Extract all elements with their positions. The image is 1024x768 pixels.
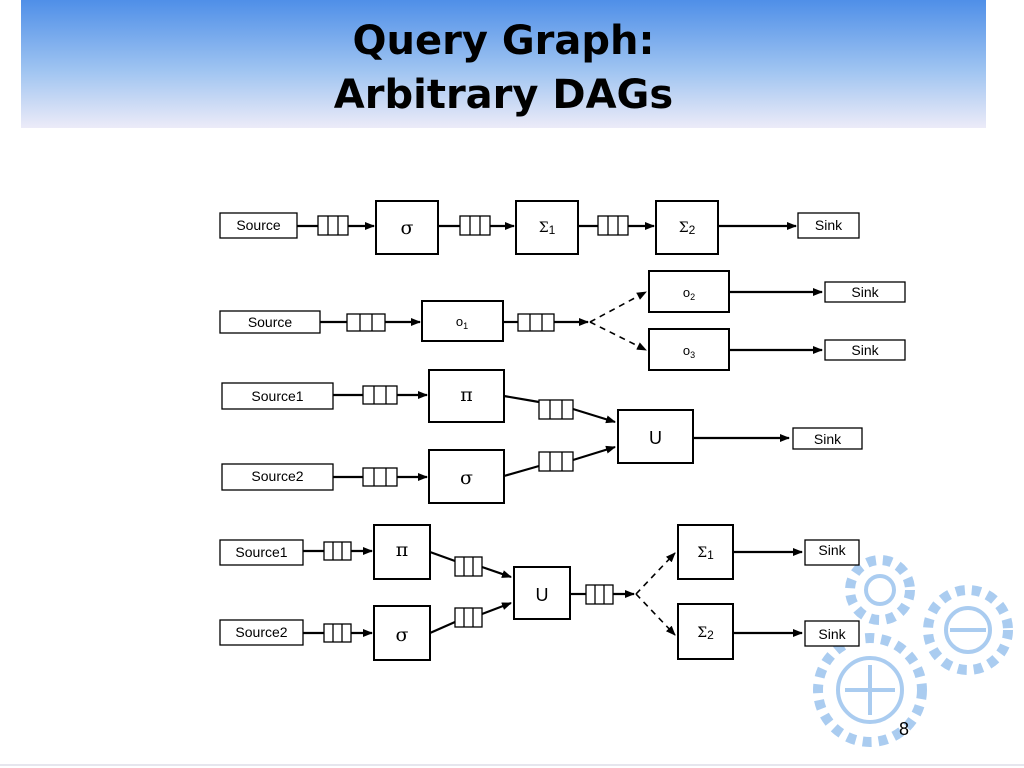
subscript: 1 <box>549 223 556 237</box>
edge <box>572 445 616 462</box>
aggregate-1-label: Σ1 <box>539 220 556 237</box>
row-1-linear-chain: Source σ Σ1 Σ2 Sink <box>219 200 860 255</box>
queue-icon <box>538 399 574 420</box>
sum-symbol: Σ <box>697 625 707 641</box>
queue-icon <box>459 215 491 236</box>
queue-icon <box>597 215 629 236</box>
edge <box>572 407 616 424</box>
source1-node: Source1 <box>221 382 334 410</box>
pi-label: π <box>396 539 409 561</box>
select-operator-node: σ <box>375 200 439 255</box>
edge <box>481 565 512 579</box>
source2-label: Source2 <box>235 624 287 640</box>
dashed-edge <box>589 321 647 351</box>
select-operator-node: σ <box>428 449 505 504</box>
edge <box>503 464 540 478</box>
source1-node: Source1 <box>219 539 304 566</box>
edge <box>481 601 512 616</box>
operator-o1-node: o1 <box>421 300 504 342</box>
source-label: Source <box>236 217 281 233</box>
queue-icon <box>517 313 555 332</box>
gear-watermark-icon <box>813 555 1013 747</box>
footer-divider <box>0 764 1024 766</box>
queue-icon <box>346 313 386 332</box>
source-label: Source <box>248 314 293 330</box>
queue-icon <box>317 215 349 236</box>
project-operator-node: π <box>373 524 431 580</box>
operator-o2-label: o2 <box>683 285 695 302</box>
sink-label: Sink <box>851 284 879 300</box>
queue-icon <box>538 451 574 472</box>
dashed-edge <box>635 593 676 636</box>
sum-symbol: Σ <box>539 220 549 236</box>
subscript: 2 <box>707 628 714 642</box>
source2-node: Source2 <box>221 463 334 491</box>
sink-node: Sink <box>792 427 863 450</box>
sink-label: Sink <box>815 217 843 233</box>
queue-icon <box>454 607 483 628</box>
slide-number: 8 <box>899 719 910 739</box>
union-operator-node: U <box>513 566 571 620</box>
sink-label: Sink <box>818 626 846 642</box>
subscript: 1 <box>707 548 714 562</box>
subscript: 2 <box>689 223 696 237</box>
source2-label: Source2 <box>251 468 303 484</box>
queue-icon <box>454 556 483 577</box>
union-label: U <box>649 428 662 448</box>
sigma-label: σ <box>401 217 414 239</box>
aggregate-2-label: Σ2 <box>697 625 714 642</box>
sum-symbol: Σ <box>697 545 707 561</box>
source1-label: Source1 <box>251 388 303 404</box>
pi-label: π <box>460 384 473 406</box>
sink-node: Sink <box>797 212 860 239</box>
aggregate-2-node: Σ2 <box>677 603 734 660</box>
source2-node: Source2 <box>219 619 304 646</box>
slide-title: Query Graph: Arbitrary DAGs <box>21 14 986 122</box>
operator-o1-label: o1 <box>456 314 468 331</box>
sink-label: Sink <box>851 342 879 358</box>
sink-node: Sink <box>804 539 860 566</box>
row-2-fan-out: Source o1 o2 o3 Sink <box>219 270 906 371</box>
sink-node: Sink <box>804 620 860 647</box>
queue-icon <box>323 541 352 561</box>
queue-icon <box>323 623 352 643</box>
aggregate-1-label: Σ1 <box>697 545 714 562</box>
source1-label: Source1 <box>235 544 287 560</box>
edge <box>503 394 540 404</box>
operator-o3-label: o3 <box>683 343 695 360</box>
project-operator-node: π <box>428 369 505 423</box>
sigma-label: σ <box>460 467 473 489</box>
row-4-fan-in-fan-out: Source1 π Source2 σ <box>219 524 860 661</box>
edge <box>429 620 456 635</box>
title-banner <box>21 0 986 128</box>
sink-node: Sink <box>824 339 906 361</box>
operator-o3-node: o3 <box>648 328 730 371</box>
select-operator-node: σ <box>373 605 431 661</box>
source-node: Source <box>219 212 298 239</box>
aggregate-2-label: Σ2 <box>679 220 696 237</box>
edge <box>429 550 456 563</box>
aggregate-1-node: Σ1 <box>515 200 579 255</box>
queue-icon <box>362 385 398 405</box>
union-label: U <box>536 585 549 605</box>
aggregate-1-node: Σ1 <box>677 524 734 580</box>
operator-o2-node: o2 <box>648 270 730 313</box>
sum-symbol: Σ <box>679 220 689 236</box>
dashed-edge <box>589 291 647 323</box>
sink-node: Sink <box>824 281 906 303</box>
sink-label: Sink <box>814 431 842 447</box>
dashed-edge <box>635 552 676 595</box>
sigma-label: σ <box>396 624 409 646</box>
aggregate-2-node: Σ2 <box>655 200 719 255</box>
queue-icon <box>585 584 614 605</box>
sink-label: Sink <box>818 542 846 558</box>
title-line-1: Query Graph: <box>352 18 655 64</box>
union-operator-node: U <box>617 409 694 464</box>
row-3-fan-in: Source1 π Source2 σ <box>221 369 863 504</box>
source-node: Source <box>219 310 321 334</box>
queue-icon <box>362 467 398 487</box>
title-line-2: Arbitrary DAGs <box>333 72 674 118</box>
